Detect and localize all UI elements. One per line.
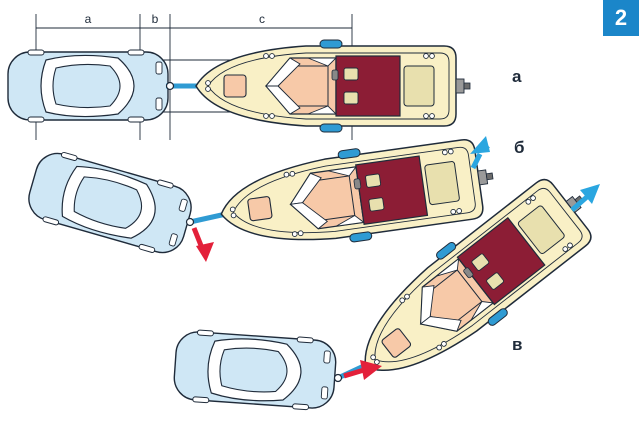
blue-arrow-b	[470, 136, 490, 170]
boat-trailer-a	[195, 39, 471, 133]
dimension-label-a: a	[85, 12, 92, 26]
red-arrow-b	[191, 227, 214, 262]
boat-trailer-b	[214, 129, 500, 261]
variant-b-group: б	[22, 129, 525, 262]
hitch-b	[185, 217, 195, 227]
blue-arrow-c	[570, 184, 600, 212]
car-c	[171, 327, 339, 413]
variant-a-group: a b c а	[7, 12, 522, 140]
hitch-a	[165, 81, 175, 91]
dimension-label-c: c	[259, 12, 265, 26]
drawbar-b	[189, 211, 227, 225]
variant-label-a: а	[512, 67, 522, 86]
variant-c-group: в	[171, 161, 611, 413]
hitch-c	[333, 373, 343, 383]
dimension-label-b: b	[152, 12, 159, 26]
variant-label-b: б	[514, 138, 525, 157]
variant-label-c: в	[512, 335, 522, 354]
figure-number-badge: 2	[603, 0, 639, 36]
car-a	[7, 49, 169, 123]
red-arrow-c	[343, 360, 382, 380]
car-b	[22, 145, 198, 261]
